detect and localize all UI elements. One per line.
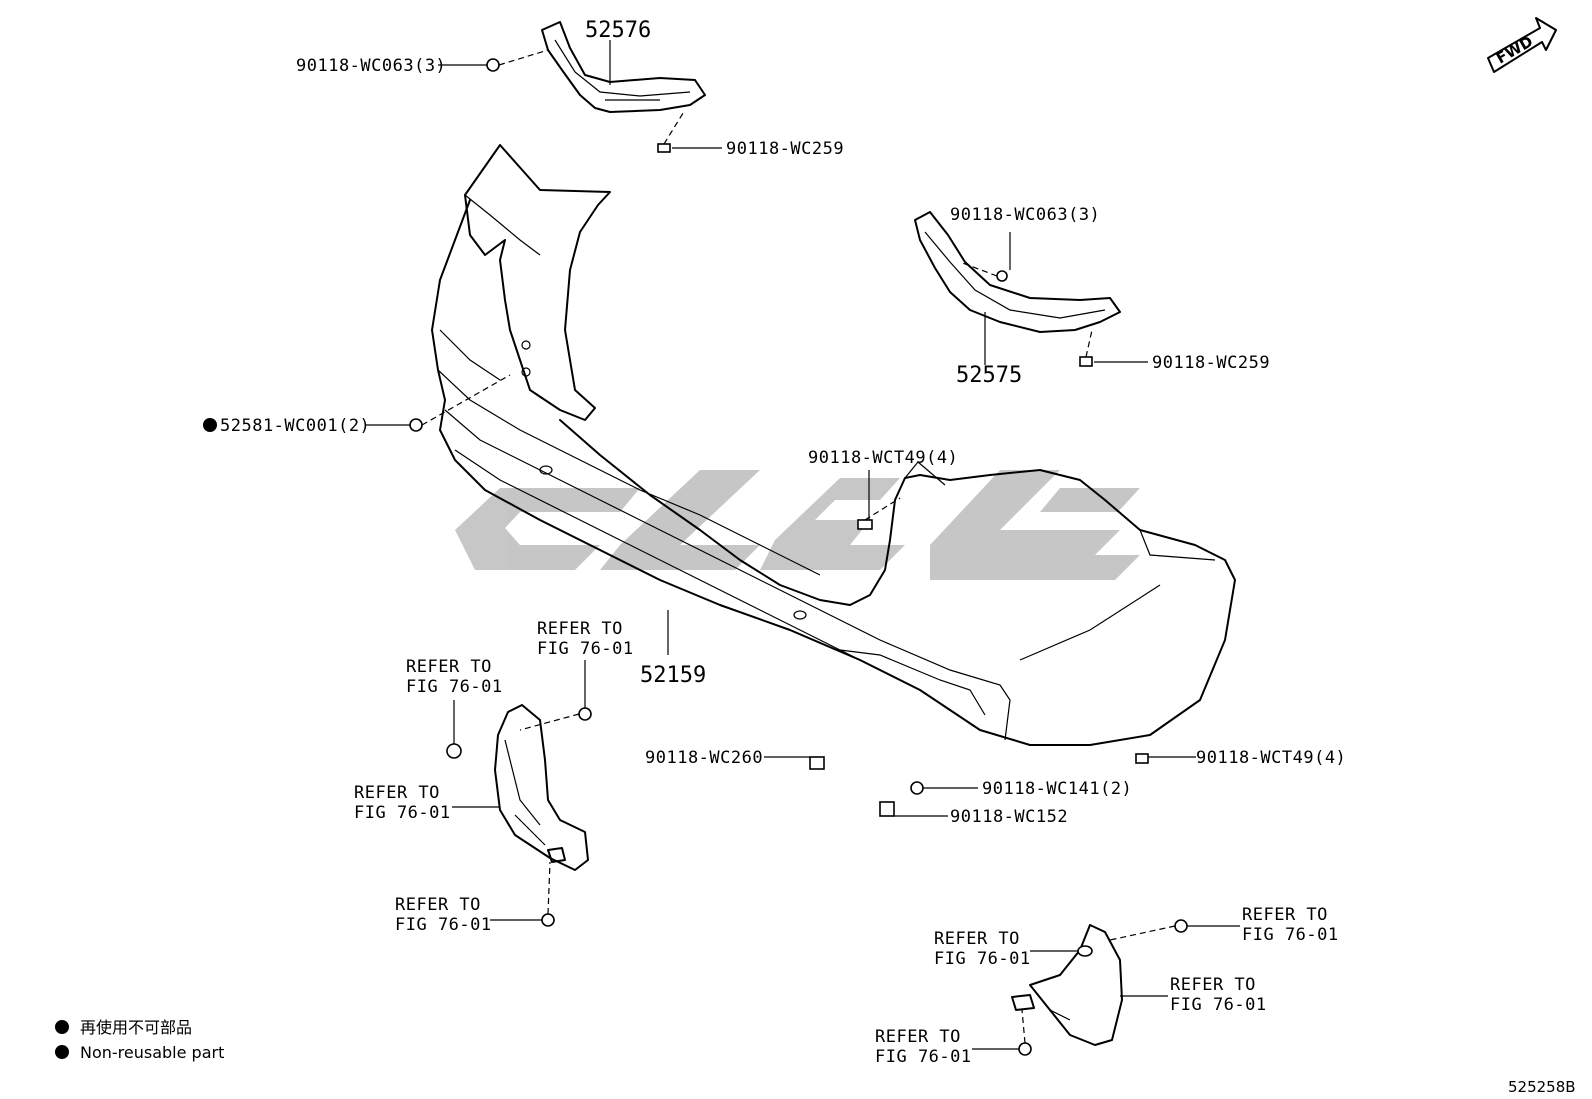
refer-line2: FIG 76-01 (537, 639, 634, 659)
label-clip-bottom: 90118-WC260 (645, 748, 763, 768)
label-screw-lower: 90118-WC141(2) (982, 779, 1132, 799)
refer-callout-2: REFER TO FIG 76-01 (406, 657, 503, 697)
refer-line2: FIG 76-01 (406, 677, 503, 697)
left-mud-guard-illustration (494, 704, 589, 871)
legend-english: Non-reusable part (80, 1043, 224, 1062)
label-screw-right-top: 90118-WC063(3) (950, 205, 1100, 225)
refer-line1: REFER TO (395, 895, 481, 915)
refer-line2: FIG 76-01 (1242, 925, 1339, 945)
legend-dot-icon (55, 1045, 69, 1059)
label-screw-right-bottom: 90118-WC259 (1152, 353, 1270, 373)
fastener-icons (409, 58, 1188, 1056)
fwd-label: FWD (1493, 32, 1536, 67)
refer-line2: FIG 76-01 (395, 915, 492, 935)
label-screw-left-bottom: 90118-WC259 (726, 139, 844, 159)
label-part-52159: 52159 (640, 663, 706, 688)
refer-callout-1: REFER TO FIG 76-01 (537, 619, 634, 659)
refer-line1: REFER TO (1170, 975, 1256, 995)
refer-line1: REFER TO (875, 1027, 961, 1047)
non-reusable-dot-icon (203, 418, 217, 432)
refer-callout-6: REFER TO FIG 76-01 (934, 929, 1031, 969)
refer-line2: FIG 76-01 (354, 803, 451, 823)
legend: 再使用不可部品 Non-reusable part (55, 1018, 224, 1062)
refer-callout-8: REFER TO FIG 76-01 (875, 1027, 972, 1067)
left-retainer-illustration (541, 21, 706, 113)
refer-line2: FIG 76-01 (934, 949, 1031, 969)
refer-line1: REFER TO (537, 619, 623, 639)
refer-callout-4: REFER TO FIG 76-01 (395, 895, 492, 935)
refer-callout-5: REFER TO FIG 76-01 (1242, 905, 1339, 945)
refer-line2: FIG 76-01 (875, 1047, 972, 1067)
right-retainer-illustration (914, 211, 1121, 333)
legend-japanese: 再使用不可部品 (80, 1018, 192, 1037)
leader-lines (366, 40, 1240, 1050)
label-part-52575: 52575 (956, 363, 1022, 388)
refer-line1: REFER TO (1242, 905, 1328, 925)
legend-dot-icon (55, 1020, 69, 1034)
assembly-dash-lines (421, 49, 1176, 1044)
label-nut-lower: 90118-WC152 (950, 807, 1068, 827)
refer-line2: FIG 76-01 (1170, 995, 1267, 1015)
refer-callout-3: REFER TO FIG 76-01 (354, 783, 451, 823)
right-mud-flap-illustration (1011, 924, 1123, 1046)
bumper-cover-illustration (431, 144, 1236, 746)
figure-code: 525258B (1508, 1078, 1576, 1096)
label-bolt-right: 90118-WCT49(4) (1196, 748, 1346, 768)
refer-line1: REFER TO (354, 783, 440, 803)
refer-line1: REFER TO (406, 657, 492, 677)
refer-line1: REFER TO (934, 929, 1020, 949)
label-screw-left-top: 90118-WC063(3) (296, 56, 446, 76)
label-plug: 52581-WC001(2) (220, 416, 370, 436)
label-part-52576: 52576 (585, 18, 651, 43)
fwd-arrow-icon: FWD (1487, 17, 1557, 73)
refer-callout-7: REFER TO FIG 76-01 (1170, 975, 1267, 1015)
label-bolt-center: 90118-WCT49(4) (808, 448, 958, 468)
